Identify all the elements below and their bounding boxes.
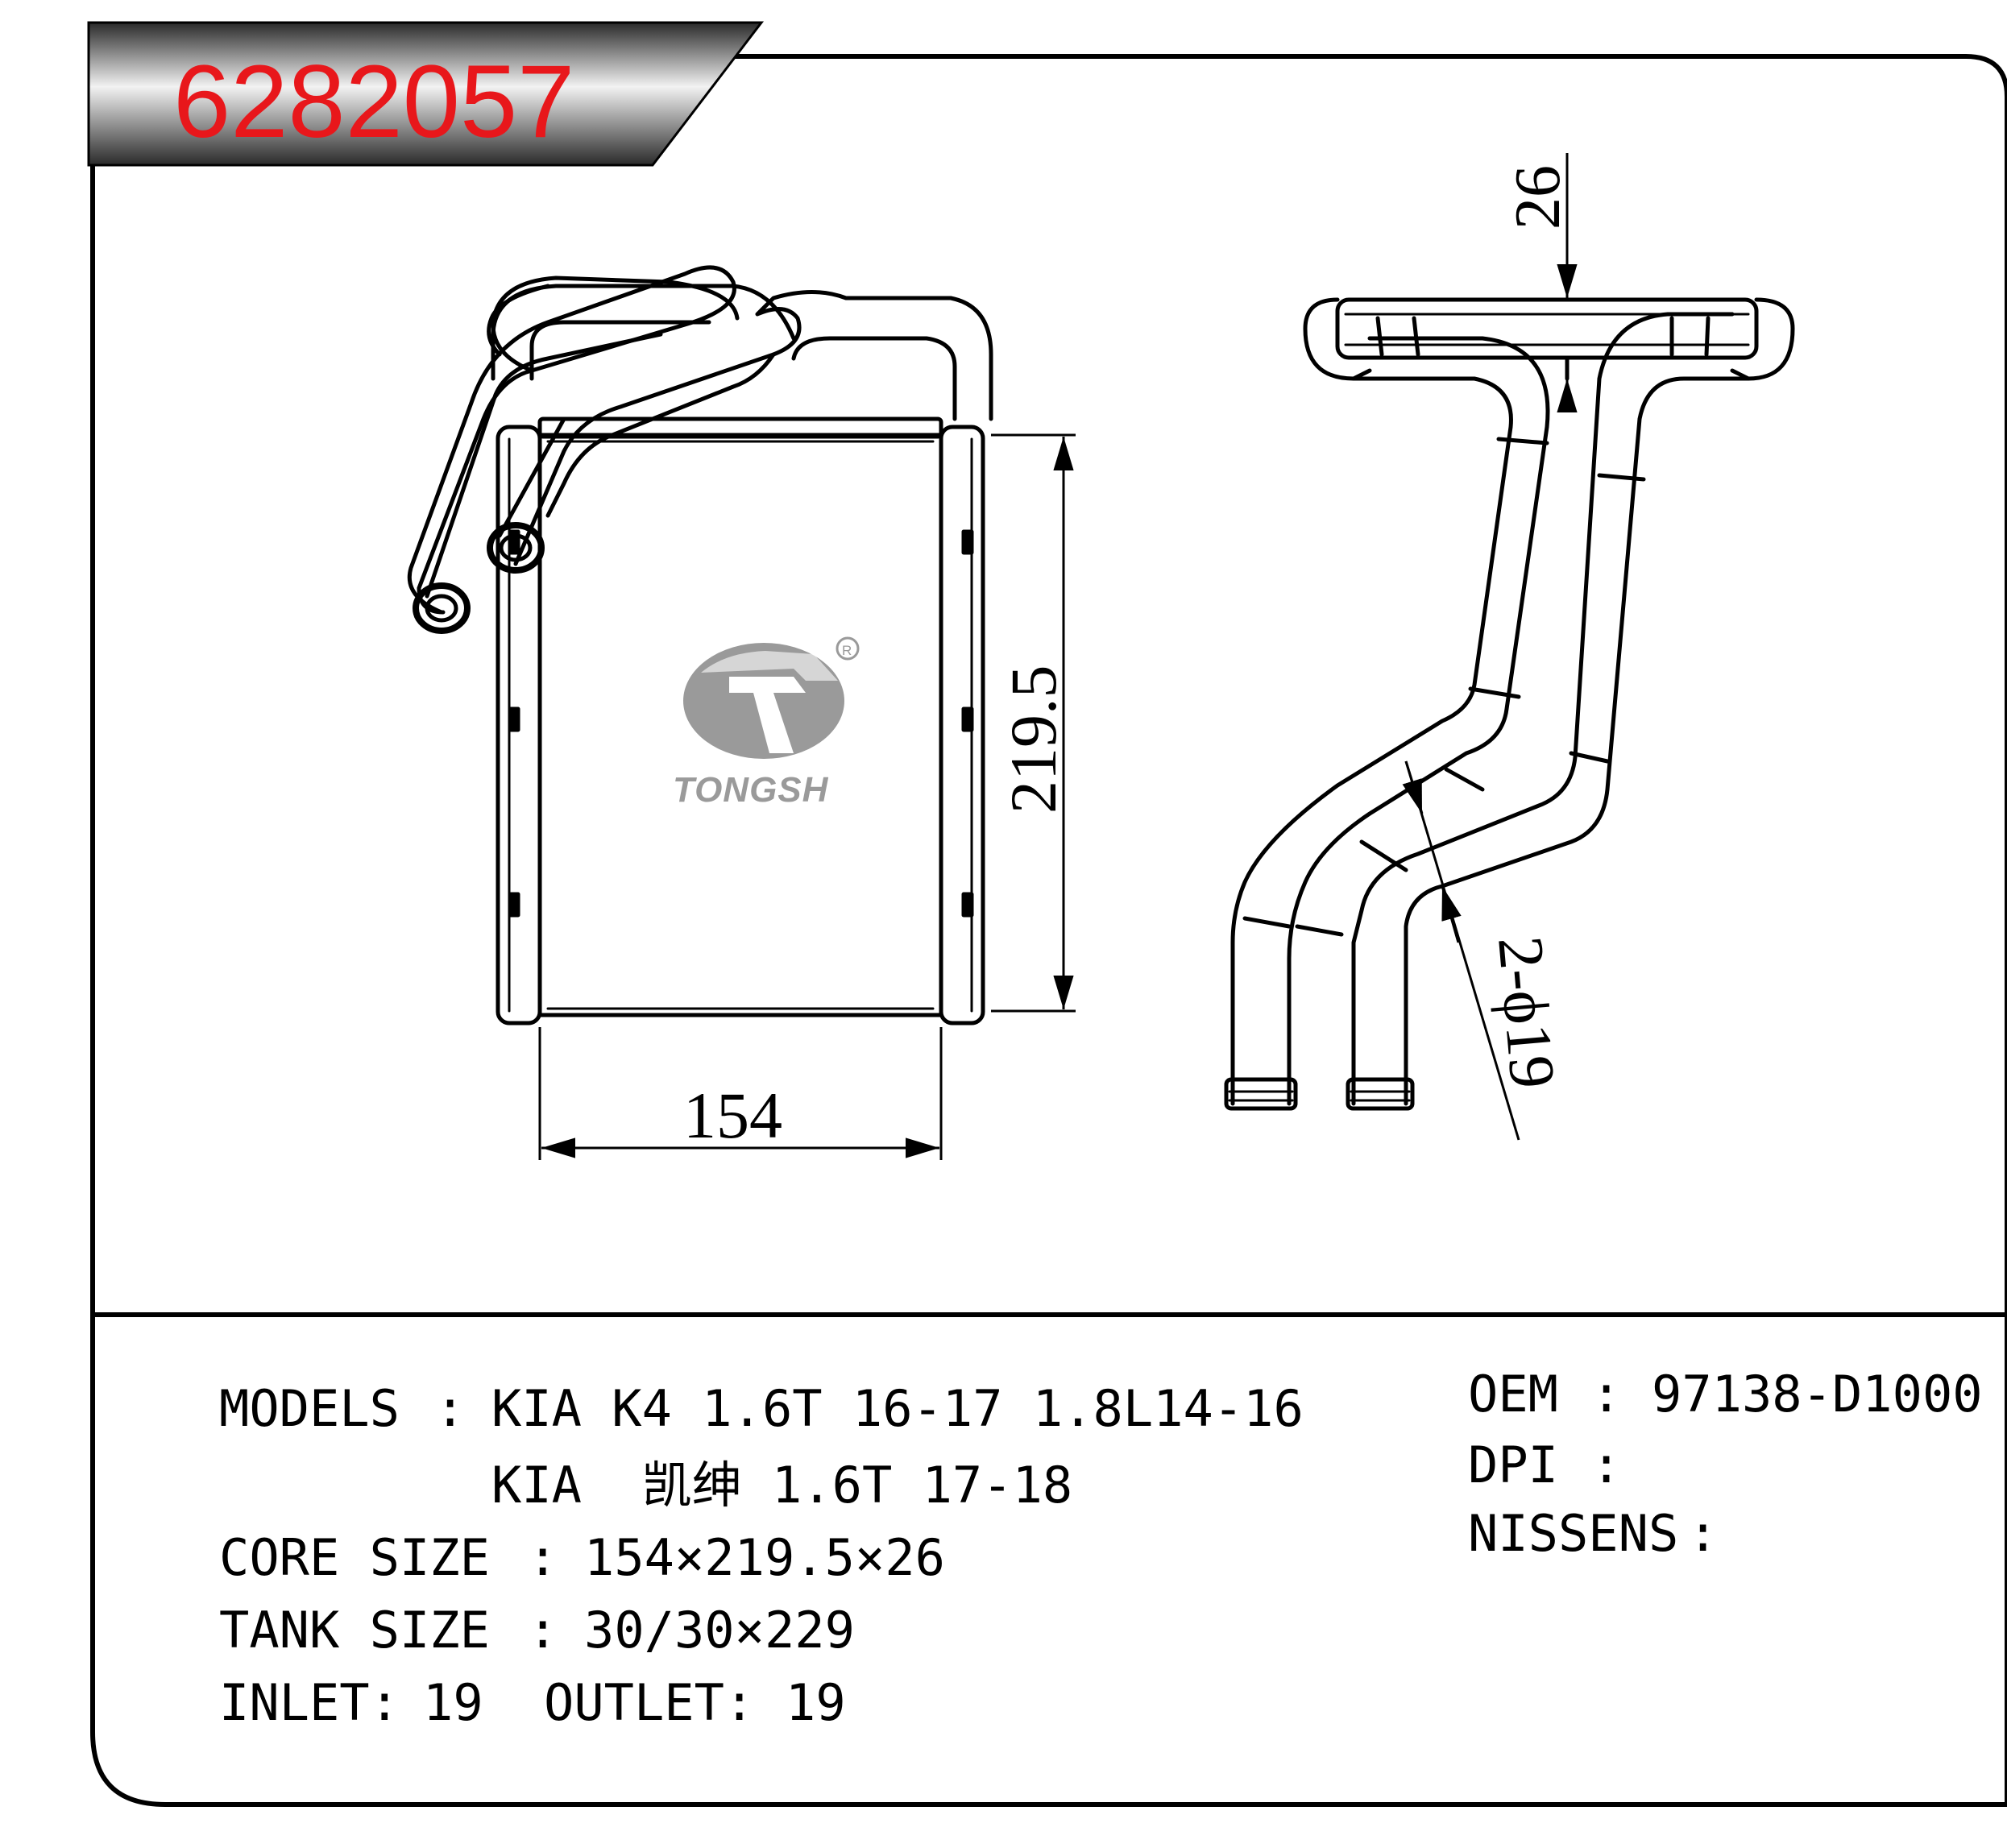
- core-size-label: CORE SIZE: [219, 1528, 490, 1587]
- side-view: [1224, 297, 1795, 1111]
- inlet-value: 19: [423, 1673, 483, 1732]
- front-view: [407, 265, 993, 1026]
- side-outlet-end: [1346, 1077, 1415, 1111]
- outer-frame: [90, 54, 2007, 1807]
- core-size-sep: :: [528, 1528, 558, 1587]
- nissens-label: NISSENS: [1468, 1504, 1678, 1563]
- tank-size-sep: :: [528, 1601, 558, 1659]
- outlet-label: OUTLET:: [544, 1673, 754, 1732]
- brand-logo: R TONGSH: [673, 636, 860, 810]
- header-tab: [87, 21, 765, 167]
- models-sep: :: [435, 1379, 465, 1438]
- models-line-2: KIA 凯绅 1.6T 17-18: [491, 1456, 1072, 1514]
- models-label: MODELS: [219, 1379, 400, 1438]
- oem-label: OEM: [1468, 1365, 1558, 1423]
- tank-size-value: 30/30×229: [584, 1601, 855, 1659]
- spec-table: MODELS : KIA K4 1.6T 16-17 1.8L14-16 KIA…: [219, 1365, 1983, 1732]
- brand-name: TONGSH: [673, 770, 829, 810]
- dpi-sep: :: [1591, 1436, 1621, 1494]
- outlet-value: 19: [786, 1673, 846, 1732]
- front-dimensions: [538, 433, 1076, 1160]
- thickness-dimension: 26: [1503, 165, 1574, 230]
- dpi-label: DPI: [1468, 1436, 1558, 1494]
- height-dimension: 219.5: [997, 665, 1070, 814]
- inlet-label: INLET:: [219, 1673, 400, 1732]
- models-line-1: KIA K4 1.6T 16-17 1.8L14-16: [491, 1379, 1304, 1438]
- registered-mark: R: [842, 643, 852, 658]
- part-number: 6282057: [173, 44, 574, 160]
- oem-value: 97138-D1000: [1652, 1365, 1983, 1423]
- core-size-value: 154×219.5×26: [584, 1528, 945, 1587]
- side-tank: [1335, 297, 1759, 360]
- side-dimensions: [1402, 153, 1578, 1141]
- nissens-sep: :: [1688, 1504, 1718, 1563]
- inlet-end: [413, 582, 471, 634]
- outlet-end: [487, 522, 545, 574]
- tank-size-label: TANK SIZE: [219, 1601, 490, 1659]
- oem-sep: :: [1591, 1365, 1621, 1423]
- pipe-dimension: 2-ϕ19: [1484, 934, 1568, 1092]
- width-dimension: 154: [683, 1079, 782, 1152]
- side-inlet-end: [1224, 1077, 1298, 1111]
